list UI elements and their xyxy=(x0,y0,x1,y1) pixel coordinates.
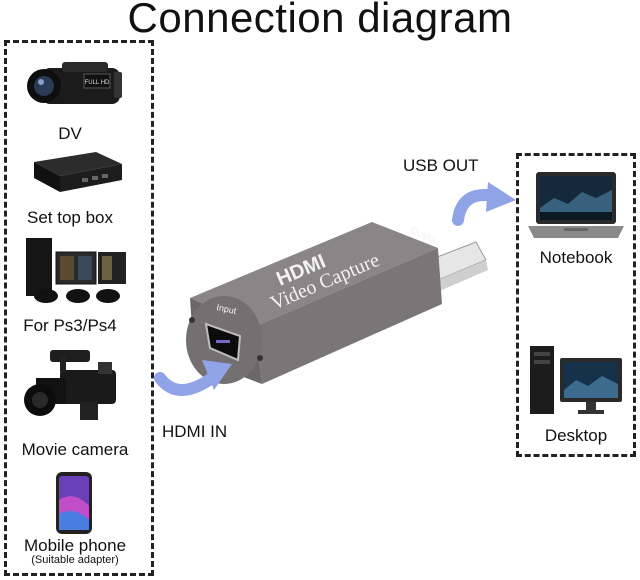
source-label-set-top-box: Set top box xyxy=(26,208,113,227)
source-label-ps: For Ps3/Ps4 xyxy=(23,316,117,335)
set-top-box-icon xyxy=(34,152,122,192)
hdmi-in-arrow xyxy=(154,360,232,396)
svg-text:FULL HD: FULL HD xyxy=(85,80,110,86)
source-note-mobile-phone: (Suitable adapter) xyxy=(31,554,119,566)
notebook-icon xyxy=(528,172,624,238)
source-label-movie-camera: Movie camera xyxy=(21,440,129,459)
output-devices-box xyxy=(516,153,636,457)
camcorder-icon: FULL HD xyxy=(27,62,122,104)
desktop-icon xyxy=(530,346,622,414)
source-label-mobile-phone: Mobile phone xyxy=(23,536,127,555)
usb-out-arrow xyxy=(452,182,516,226)
device-port-in: Input xyxy=(216,302,238,316)
video-capture-device: HDMI Video Capture Input Output xyxy=(186,222,488,384)
source-label-dv: DV xyxy=(58,124,82,143)
page-title: Connection diagram xyxy=(127,0,513,41)
game-console-icon xyxy=(26,238,126,303)
source-devices-box xyxy=(4,40,154,576)
output-label-notebook: Notebook xyxy=(539,248,613,267)
usb-out-label: USB OUT xyxy=(403,156,479,175)
output-label-desktop: Desktop xyxy=(544,426,608,445)
mobile-phone-icon xyxy=(56,472,92,534)
hdmi-in-label: HDMI IN xyxy=(162,422,228,441)
movie-camera-icon xyxy=(24,350,116,420)
